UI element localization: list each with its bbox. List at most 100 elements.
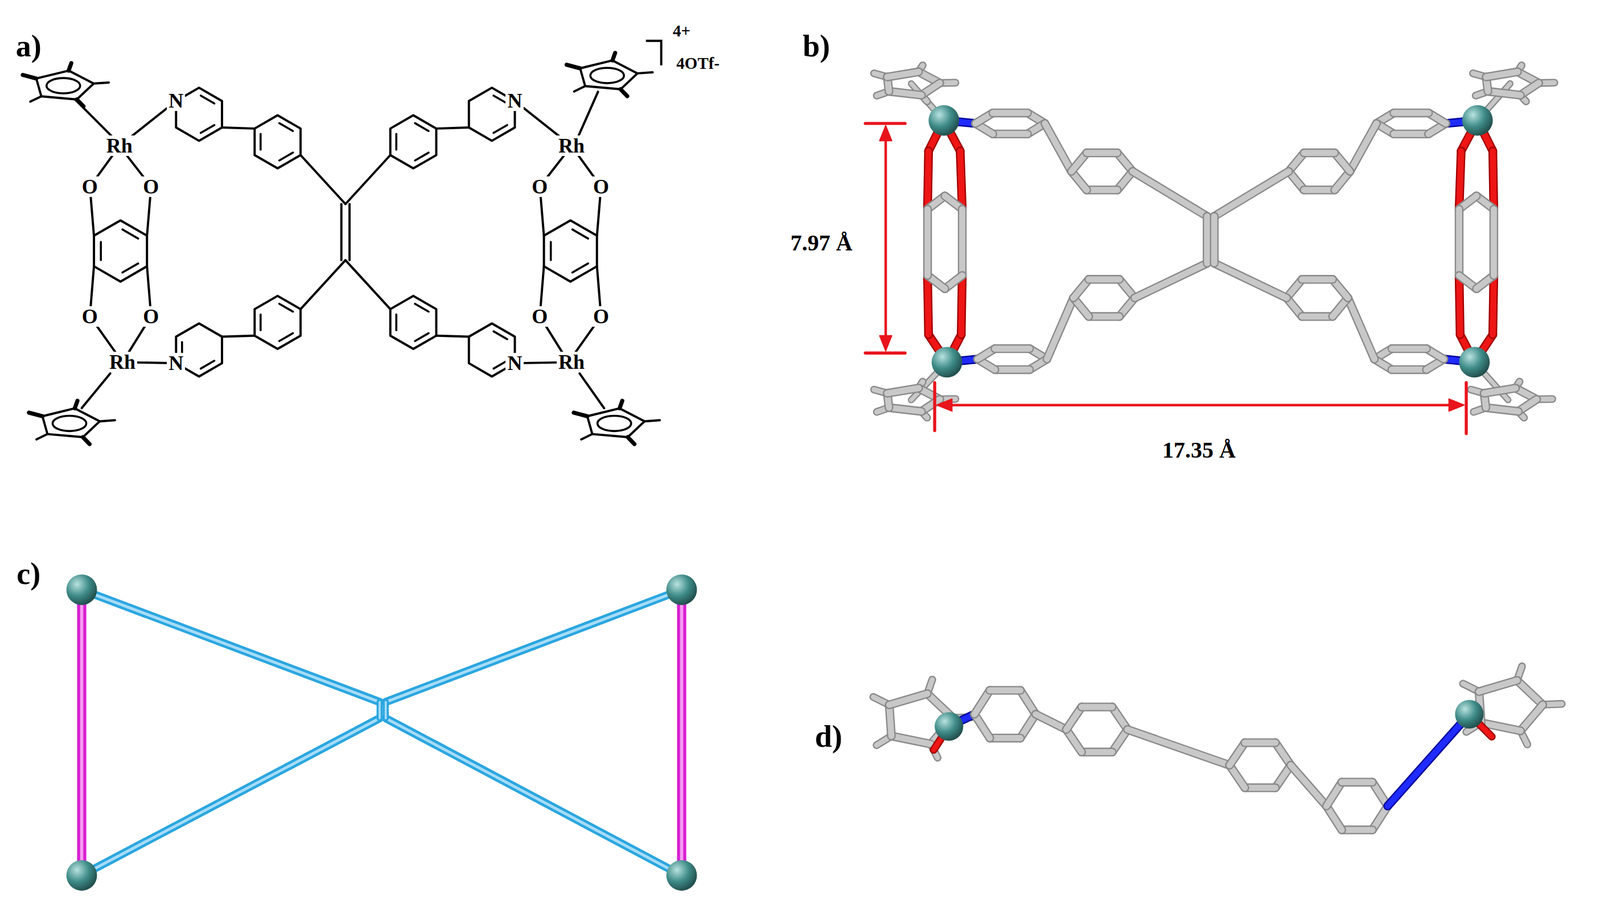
atom-label: O [529, 306, 550, 327]
stick-bond [1489, 208, 1499, 276]
double-bond [200, 125, 215, 134]
stick-bond [1086, 186, 1118, 193]
atom-label: Rh [107, 351, 138, 373]
double-bond [414, 152, 429, 161]
methyl-bond [30, 96, 41, 102]
methyl-bond [68, 63, 72, 71]
stick-bond [1350, 123, 1377, 172]
stick-bond [1487, 91, 1521, 96]
stick-bond [1045, 123, 1072, 172]
dimension-line [884, 132, 887, 344]
aromatic-ring [544, 220, 598, 282]
stick-bond [927, 150, 929, 209]
double-bond [122, 263, 139, 273]
bond-line [436, 335, 469, 337]
stick-bond [1304, 186, 1335, 193]
double-bond [340, 204, 343, 261]
bond-line [300, 154, 346, 204]
rh-atom-sphere [66, 860, 98, 891]
methyl-bond [581, 434, 592, 440]
stick-bond [1127, 729, 1230, 766]
stick-bond [1088, 276, 1120, 283]
stick-bond [889, 407, 922, 412]
stick-bond [1492, 275, 1495, 335]
stick-bond [1203, 216, 1211, 263]
stick-bond [961, 275, 963, 335]
arrowhead [879, 335, 892, 352]
stick-bond [1301, 274, 1333, 284]
stick-bond [889, 693, 928, 706]
double-bond [279, 122, 294, 131]
atom-label: O [591, 176, 611, 197]
stick-bond [1341, 779, 1373, 786]
stick-bond [1290, 764, 1327, 806]
atom-label: Rh [104, 135, 135, 156]
stick-bond [1046, 297, 1074, 360]
stick-bond [1486, 71, 1518, 77]
stick-bond [1081, 749, 1113, 756]
stick-bond [1458, 275, 1460, 335]
stick-bond [1301, 313, 1333, 320]
topology-bar-highlight [81, 589, 380, 702]
topology-bar [376, 701, 384, 719]
stick-bond [1393, 108, 1429, 118]
counterion-label: 4OTf- [676, 55, 720, 72]
stick-bond [1490, 208, 1497, 276]
double-bond [279, 332, 294, 341]
aromatic-ring [390, 295, 437, 349]
methyl-bond [573, 412, 588, 417]
double-bond [200, 95, 215, 104]
stick-bond [1458, 150, 1462, 209]
stick-bond [1211, 216, 1218, 263]
bond-line [578, 91, 599, 136]
bond-line [345, 260, 391, 310]
stick-bond [889, 693, 928, 706]
double-bond [99, 241, 102, 261]
double-bond [414, 332, 429, 341]
double-bond [395, 133, 398, 150]
topology-bar-highlight [378, 701, 381, 719]
stick-bond [961, 275, 963, 335]
stick-bond [1492, 150, 1495, 209]
double-bond [414, 122, 429, 131]
stick-bond [1347, 297, 1375, 360]
stick-bond [1486, 407, 1519, 412]
stick-bond [1478, 680, 1517, 692]
rh-atom-sphere [66, 574, 98, 606]
stick-bond [1487, 91, 1521, 96]
stick-bond [1347, 297, 1375, 360]
dimension-label: 17.35 Å [1162, 438, 1236, 462]
rh-atom-sphere [928, 105, 960, 137]
double-bond [259, 133, 262, 150]
aromatic-ring [93, 220, 147, 282]
stick-bond [1486, 407, 1519, 412]
double-bond [572, 263, 589, 273]
stick-bond [1483, 388, 1516, 394]
stick-bond [1210, 216, 1219, 263]
double-bond [279, 152, 294, 161]
stick-bond [1516, 680, 1543, 705]
stick-bond [924, 208, 931, 276]
stick-bond [992, 109, 1028, 117]
topology-bar-highlight [385, 589, 682, 702]
stick-bond [1214, 171, 1289, 217]
bond-line [300, 260, 346, 310]
stick-bond [1393, 109, 1429, 117]
rh-atom-sphere [666, 574, 698, 606]
atom-label: O [141, 306, 161, 327]
double-bond [200, 360, 215, 369]
methyl-bond [644, 420, 661, 422]
stick-bond [1391, 365, 1427, 374]
atom-label: N [505, 352, 524, 374]
stick-bond [1086, 149, 1118, 156]
charge-bracket [646, 40, 662, 66]
stick-bond [1290, 764, 1327, 806]
aromatic-ring [254, 295, 301, 349]
stick-bond [989, 733, 1021, 743]
stick-bond [1214, 262, 1287, 298]
methyl-bond [99, 420, 115, 422]
double-bond [122, 229, 139, 239]
topology-bar [81, 589, 380, 702]
stick-bond [992, 108, 1028, 118]
stick-bond [1081, 704, 1113, 711]
